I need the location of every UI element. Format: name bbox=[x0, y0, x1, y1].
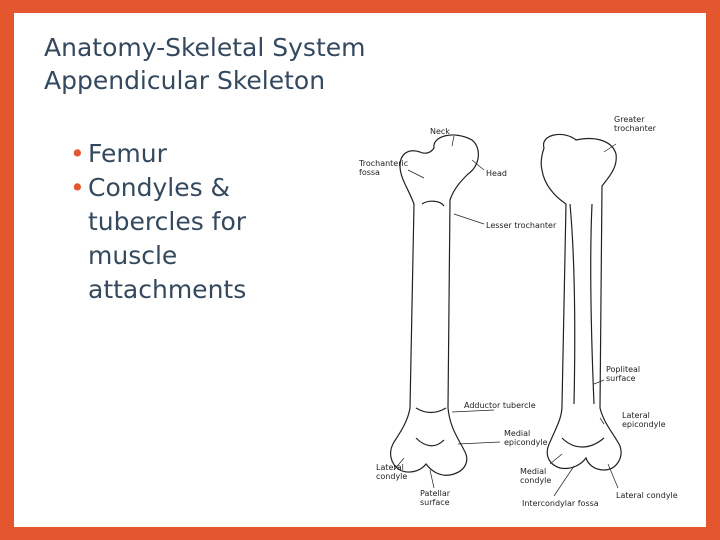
left-femur-outline bbox=[390, 134, 479, 476]
bullet-marker: • bbox=[70, 173, 85, 202]
bullet-item-femur: • Femur bbox=[70, 137, 288, 171]
label-adductor-tubercle: Adductor tubercle bbox=[464, 401, 536, 410]
bullet-list: • Femur • Condyles & tubercles for muscl… bbox=[70, 137, 330, 307]
bullet-text: Femur bbox=[88, 139, 167, 168]
label-head: Head bbox=[486, 169, 507, 178]
bullet-text: Condyles & tubercles for muscle attachme… bbox=[88, 173, 247, 304]
bullet-item-condyles: • Condyles & tubercles for muscle attach… bbox=[70, 171, 288, 307]
slide: Anatomy-Skeletal System Appendicular Ske… bbox=[14, 13, 706, 527]
label-lesser-trochanter: Lesser trochanter bbox=[486, 221, 557, 230]
bullet-marker: • bbox=[70, 139, 85, 168]
label-neck: Neck bbox=[430, 127, 450, 136]
label-lateral-condyle-right: Lateral condyle bbox=[616, 491, 678, 500]
title-line-1: Anatomy-Skeletal System bbox=[44, 33, 366, 62]
right-femur-outline bbox=[540, 133, 622, 471]
slide-title: Anatomy-Skeletal System Appendicular Ske… bbox=[44, 31, 464, 97]
title-line-2: Appendicular Skeleton bbox=[44, 66, 326, 95]
label-intercondylar-fossa: Intercondylar fossa bbox=[522, 499, 599, 508]
